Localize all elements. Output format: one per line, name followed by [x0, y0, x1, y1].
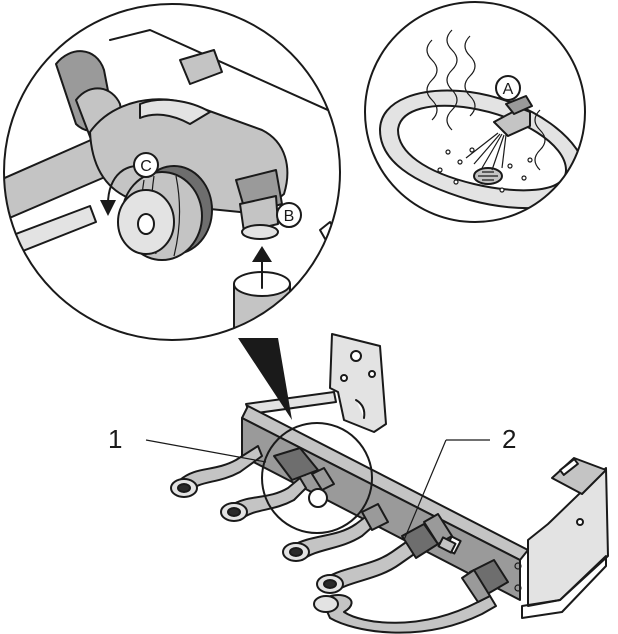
- main-rail-top: [241, 405, 529, 561]
- back-rail: [245, 391, 337, 415]
- detail-knob-center: [137, 213, 155, 235]
- leader-line-1: [145, 439, 267, 463]
- zoom-wedge: [238, 338, 292, 420]
- callout-b-label: B: [284, 208, 295, 225]
- rail-rivet: [514, 584, 522, 592]
- detail-circle-border: [3, 3, 341, 341]
- pipe-4-bore: [323, 579, 337, 589]
- bracket-hole: [368, 370, 376, 378]
- water-stream: [465, 132, 507, 171]
- pipe-3-nut: [361, 503, 389, 531]
- callout-a-label: A: [503, 81, 514, 98]
- valve-1-knob: [308, 488, 328, 508]
- bracket-foot: [521, 555, 607, 619]
- pipe-connectors: [170, 445, 509, 634]
- bracket-slot: [559, 458, 579, 476]
- callout-c: C: [133, 152, 159, 178]
- bracket-hole: [576, 518, 584, 526]
- tap-circle-border: [364, 1, 586, 223]
- label-number-2: 2: [502, 424, 516, 454]
- right-bracket-plate: [527, 467, 609, 607]
- valve-1-cap: [311, 467, 335, 491]
- rail-rivet: [514, 562, 522, 570]
- callout-b: B: [276, 202, 302, 228]
- callout-a: A: [495, 75, 521, 101]
- pipe-1-bore: [177, 483, 191, 493]
- bracket-hole: [350, 350, 362, 362]
- tap-detail-view: [365, 2, 585, 222]
- detail-drain-nozzle: [241, 224, 279, 240]
- gas-valve-nut: [461, 569, 491, 603]
- leader-line-2-drop: [403, 439, 447, 541]
- bracket-slot: [355, 399, 366, 419]
- bracket-hole: [340, 374, 348, 382]
- rotate-arrow-head: [100, 200, 116, 216]
- pipe-5-loop: [321, 594, 497, 634]
- up-arrow-head: [252, 246, 272, 262]
- pipe-3-bore: [289, 547, 303, 557]
- label-number-1: 1: [108, 424, 122, 454]
- water-bubbles: [437, 147, 533, 193]
- steam-lines: [426, 29, 546, 171]
- small-clip: [437, 536, 457, 554]
- pipe-5-end: [313, 595, 339, 613]
- valve-detail-view: [4, 4, 340, 340]
- valve-2-nut: [423, 513, 453, 545]
- zoom-area-circle: [261, 422, 373, 534]
- callout-c-label: C: [140, 158, 152, 175]
- left-bracket-plate: [329, 333, 387, 433]
- pipe-2: [229, 477, 307, 521]
- pipe-2-bore: [227, 507, 241, 517]
